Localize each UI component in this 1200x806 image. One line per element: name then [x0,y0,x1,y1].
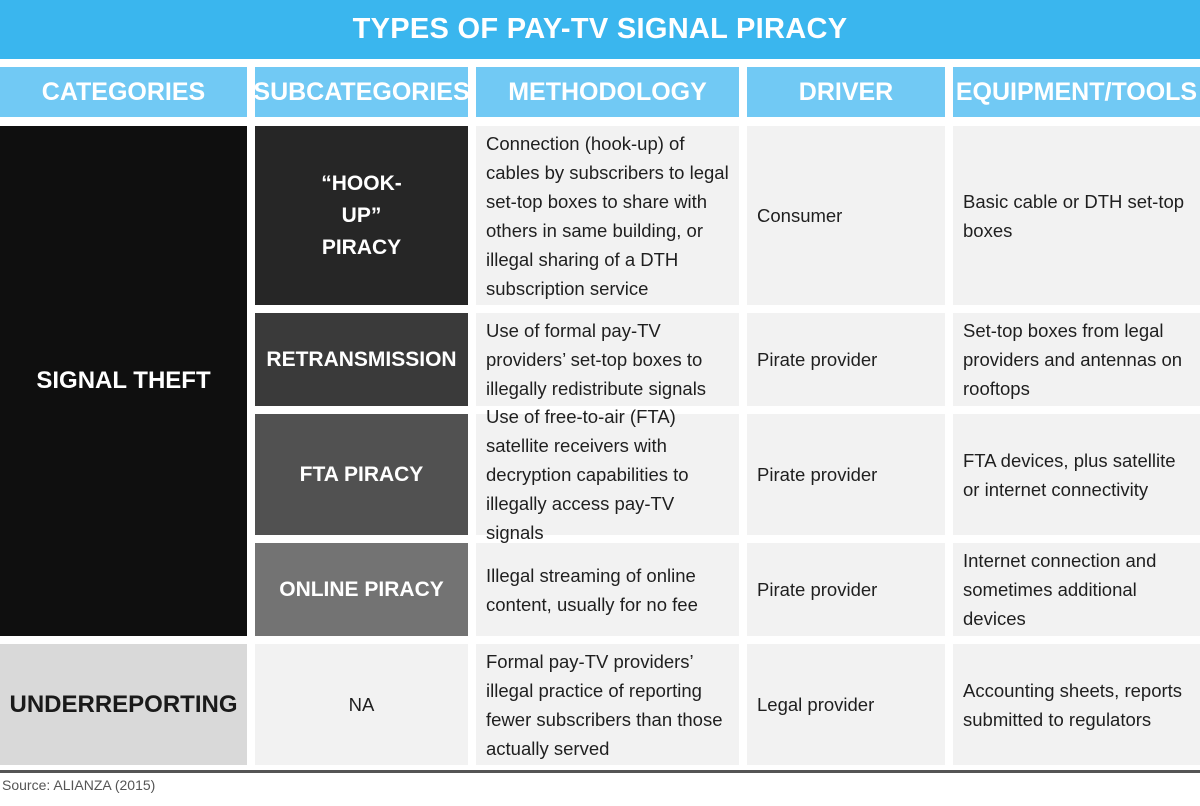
subcategory-online-piracy: ONLINE PIRACY [255,543,468,636]
subcategory-label: “HOOK-UP” PIRACY [321,171,402,259]
header-methodology: METHODOLOGY [476,67,739,117]
subcategory-na: NA [255,644,468,765]
methodology-cell: Use of free-to-air (FTA) satellite recei… [476,406,739,543]
equipment-cell: Internet connection and sometimes additi… [953,543,1200,636]
driver-cell: Pirate provider [747,313,945,406]
category-signal-theft: SIGNAL THEFT [0,126,247,636]
methodology-cell: Use of formal pay-TV providers’ set-top … [476,313,739,406]
subcategory-hookup-piracy: “HOOK-UP” PIRACY [255,126,468,305]
driver-cell: Pirate provider [747,543,945,636]
subcategory-fta-piracy: FTA PIRACY [255,414,468,535]
subcategory-retransmission: RETRANSMISSION [255,313,468,406]
equipment-cell: FTA devices, plus satellite or internet … [953,414,1200,535]
driver-cell: Pirate provider [747,414,945,535]
header-driver: DRIVER [747,67,945,117]
category-underreporting: UNDERREPORTING [0,644,247,765]
methodology-cell: Illegal streaming of online content, usu… [476,543,739,636]
equipment-cell: Set-top boxes from legal providers and a… [953,313,1200,406]
methodology-cell: Connection (hook-up) of cables by subscr… [476,126,739,305]
header-subcategories: SUBCATEGORIES [253,67,470,117]
table-title: TYPES OF PAY-TV SIGNAL PIRACY [0,0,1200,59]
header-categories: CATEGORIES [0,67,247,117]
source-note: Source: ALIANZA (2015) [2,777,156,793]
methodology-cell: Formal pay-TV providers’ illegal practic… [476,644,739,765]
driver-cell: Consumer [747,126,945,305]
header-equipment-tools: EQUIPMENT/TOOLS [953,67,1200,117]
equipment-cell: Accounting sheets, reports submitted to … [953,644,1200,765]
driver-cell: Legal provider [747,644,945,765]
equipment-cell: Basic cable or DTH set-top boxes [953,126,1200,305]
footer-rule [0,770,1200,773]
